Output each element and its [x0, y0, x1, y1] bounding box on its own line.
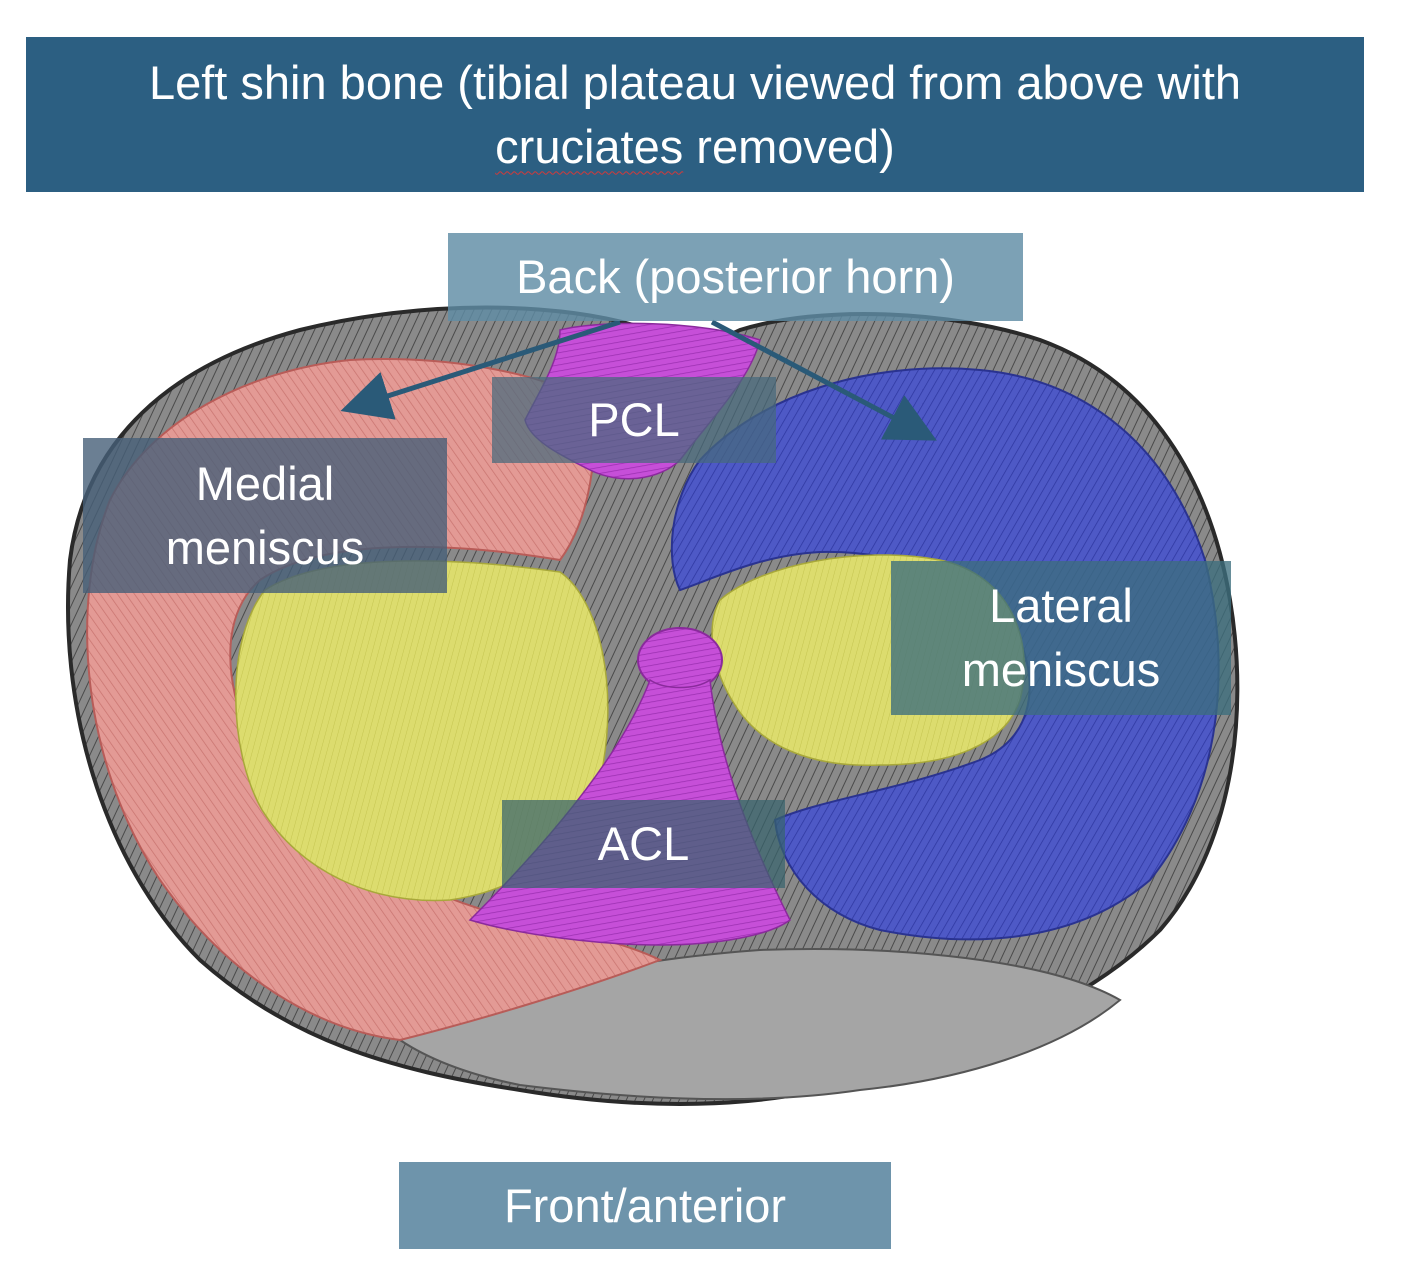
arrow-to-lateral-posterior-horn [710, 319, 937, 441]
label-medial-line2: meniscus [165, 520, 365, 574]
label-front-anterior: Front/anterior [399, 1162, 891, 1249]
label-lateral-line1: Lateral [989, 579, 1133, 632]
label-acl-text: ACL [597, 817, 690, 870]
label-medial-meniscus: Medial meniscus [83, 438, 447, 593]
title-spellcheck-word: cruciates [495, 119, 684, 173]
title: Left shin bone (tibial plateau viewed fr… [65, 51, 1325, 179]
label-acl: ACL [502, 800, 785, 888]
label-lateral-text: Lateral meniscus [962, 574, 1161, 702]
title-part-2: removed) [683, 119, 895, 173]
label-lateral-line2: meniscus [961, 643, 1161, 696]
lateral-meniscus [670, 367, 1220, 941]
label-medial-line1: Medial [195, 456, 335, 510]
label-pcl: PCL [492, 377, 776, 463]
title-part-1: Left shin bone (tibial plateau viewed fr… [148, 55, 1242, 109]
label-medial-text: Medial meniscus [166, 452, 365, 580]
label-lateral-meniscus: Lateral meniscus [891, 561, 1231, 715]
label-back-posterior-horn: Back (posterior horn) [448, 233, 1023, 321]
label-front-text: Front/anterior [503, 1178, 787, 1232]
title-banner: Left shin bone (tibial plateau viewed fr… [26, 37, 1364, 192]
label-back-text: Back (posterior horn) [516, 250, 955, 303]
label-pcl-text: PCL [588, 393, 680, 446]
arrow-to-medial-posterior-horn [340, 319, 621, 420]
